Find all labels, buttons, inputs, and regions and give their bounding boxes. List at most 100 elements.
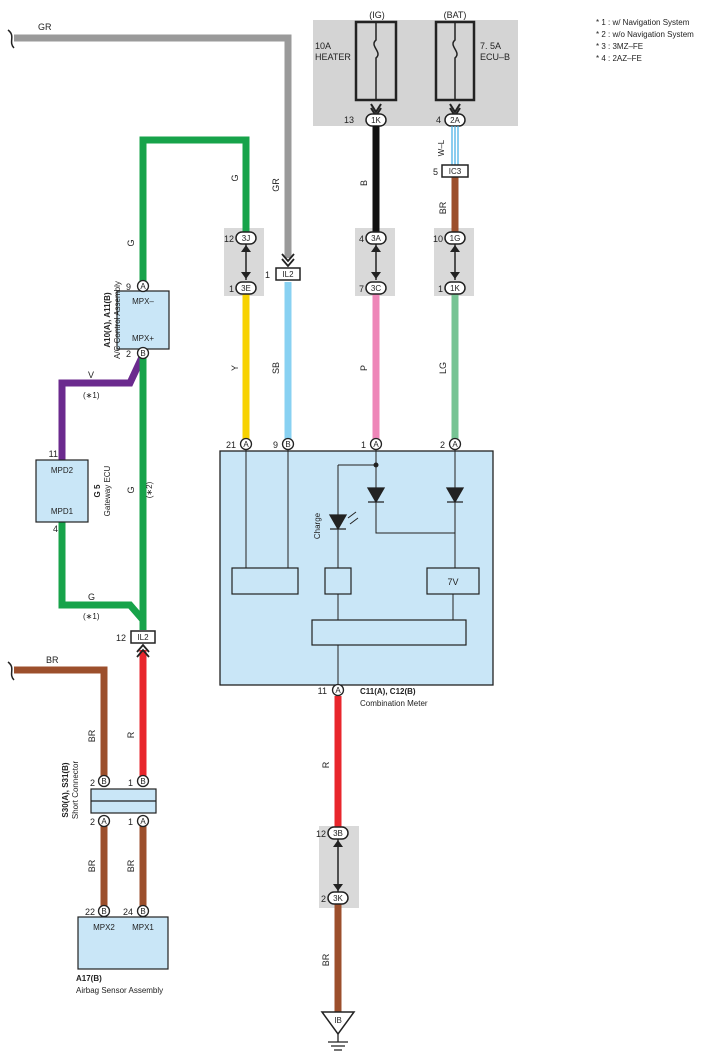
meter-diode-1-line (375, 502, 455, 534)
ground-point: IB (320, 1011, 356, 1051)
gateway-term-bottom: MPD1 (51, 507, 74, 516)
meter-pin-3: 1 (361, 440, 366, 450)
airbag-pin-right: 24 (123, 907, 133, 917)
combination-meter: 21 A 9 B 1 A 2 A Charge 7V 11 A C11( (219, 437, 494, 708)
meter-pin-4-conn: A (452, 440, 458, 449)
wire-g-mid-note: (∗2) (145, 481, 154, 498)
fuse-bat-conn: 2A (450, 116, 460, 125)
gateway-pin-bottom: 4 (53, 524, 58, 534)
ac-control-term-top: MPX– (132, 297, 154, 306)
connector-3e-code: 3E (241, 284, 251, 293)
connector-il2-top: 1 IL2 (265, 267, 301, 281)
connector-3j-pin: 12 (224, 234, 234, 244)
connector-3a-code: 3A (371, 234, 381, 243)
meter-pin-2-conn: B (285, 440, 290, 449)
ac-control-name: A/C Control Assembly (113, 281, 122, 359)
connector-3c-code: 3C (371, 284, 381, 293)
airbag-term-right: MPX1 (132, 923, 154, 932)
wire-gr-label-vertical: GR (271, 178, 281, 192)
wire-gr-label: GR (38, 22, 52, 32)
meter-pin-4-badge (448, 437, 462, 451)
short-connector-pin-tl-conn: B (101, 777, 106, 786)
charge-led-icon (328, 514, 348, 531)
wire-gr (14, 34, 292, 258)
connector-1k-badge (444, 281, 466, 295)
wire-br-left (14, 666, 108, 776)
connector-3k-code: 3K (333, 894, 343, 903)
wire-p-label: P (359, 365, 369, 371)
note-4: * 4 : 2AZ–FE (596, 54, 642, 63)
airbag-pin-left: 22 (85, 907, 95, 917)
wire-lg-label: LG (438, 362, 448, 374)
short-connector-id: S30(A), S31(B) (61, 762, 70, 817)
meter-pin-2: 9 (273, 440, 278, 450)
ac-control-pin-top-conn: A (140, 282, 146, 291)
connector-il2-top-badge (275, 267, 301, 281)
connector-1g-code: 1G (450, 234, 461, 243)
connector-il2-low-pin: 12 (116, 633, 126, 643)
short-connector-pin-bl-conn: A (101, 817, 107, 826)
ac-control-pin-bottom-conn: B (140, 349, 145, 358)
fuse-bat-supply: (BAT) (444, 10, 467, 20)
connector-3b: 12 3B (316, 826, 349, 840)
wire-gr-break (7, 29, 15, 49)
wire-r-connector-arrow (136, 643, 150, 658)
connector-3c: 7 3C (359, 281, 387, 295)
connector-3j-3e-arrows (241, 245, 251, 279)
meter-bottom-pin: 11 (318, 686, 327, 696)
fuse-bat-pin: 4 (436, 115, 441, 125)
fuse-bat-rating: 7. 5A (480, 41, 501, 51)
meter-pin-4: 2 (440, 440, 445, 450)
gateway-ecu: MPD2 MPD1 11 4 G 5 Gateway ECU (35, 449, 112, 534)
charge-led-rays-icon (347, 511, 359, 525)
meter-diode-2 (445, 487, 465, 504)
short-connector-pin-tr-badge (136, 774, 150, 788)
short-connector-pin-tr-conn: B (140, 777, 145, 786)
short-connector-pin-bl-badge (97, 814, 111, 828)
wire-br-a-label: BR (87, 859, 97, 872)
airbag-pin-left-conn: B (101, 907, 106, 916)
short-connector: 2 B 1 B 2 A 1 A S30(A), S31(B) Short Con… (61, 761, 157, 828)
connector-3a-pin: 4 (359, 234, 364, 244)
connector-ic3: 5 IC3 (433, 164, 469, 178)
connector-3b-code: 3B (333, 829, 343, 838)
connector-3b-pin: 12 (316, 829, 326, 839)
airbag-term-left: MPX2 (93, 923, 115, 932)
note-1: * 1 : w/ Navigation System (596, 18, 690, 27)
connector-3k-badge (327, 891, 349, 905)
wire-g-left-label: G (126, 239, 136, 246)
meter-charge-label: Charge (313, 512, 322, 539)
wire-r-meter-label: R (321, 761, 331, 768)
wire-br-left-label-vertical: BR (87, 729, 97, 742)
wire-wl (451, 126, 459, 166)
connector-1g-1k-arrows (450, 245, 460, 279)
meter-7v-label: 7V (447, 577, 458, 587)
ac-control-pin-bottom: 2 (126, 349, 131, 359)
connector-il2-top-pin: 1 (265, 270, 270, 280)
wire-br-top-label: BR (438, 201, 448, 214)
connector-il2-low: 12 IL2 (116, 630, 156, 644)
wire-br-ground-label: BR (321, 953, 331, 966)
connector-3c-pin: 7 (359, 284, 364, 294)
airbag-pin-left-badge (97, 904, 111, 918)
note-2: * 2 : w/o Navigation System (596, 30, 694, 39)
wire-y-label: Y (230, 365, 240, 371)
short-connector-pin-br-badge (136, 814, 150, 828)
connector-1g: 10 1G (433, 231, 466, 245)
wire-wl-label: W–L (437, 139, 446, 156)
meter-internal-lines-left (245, 450, 289, 568)
short-connector-name: Short Connector (71, 761, 80, 820)
connector-ic3-pin: 5 (433, 167, 438, 177)
airbag-pin-right-conn: B (140, 907, 145, 916)
meter-internal-lower-lines (337, 594, 454, 620)
fuse-ig-conn: 1K (371, 116, 381, 125)
wire-g-low-label: G (88, 592, 95, 602)
wire-r-label: R (126, 731, 136, 738)
wire-sb-label: SB (271, 362, 281, 374)
meter-bottom-pin-conn: A (335, 686, 341, 695)
short-connector-pin-bl: 2 (90, 817, 95, 827)
notes-legend: * 1 : w/ Navigation System * 2 : w/o Nav… (596, 18, 694, 63)
fuse-ig-name: HEATER (315, 52, 351, 62)
airbag-sensor-assembly: MPX2 MPX1 22 B 24 B A17(B) Airbag Sensor… (76, 904, 169, 995)
connector-1g-pin: 10 (433, 234, 443, 244)
